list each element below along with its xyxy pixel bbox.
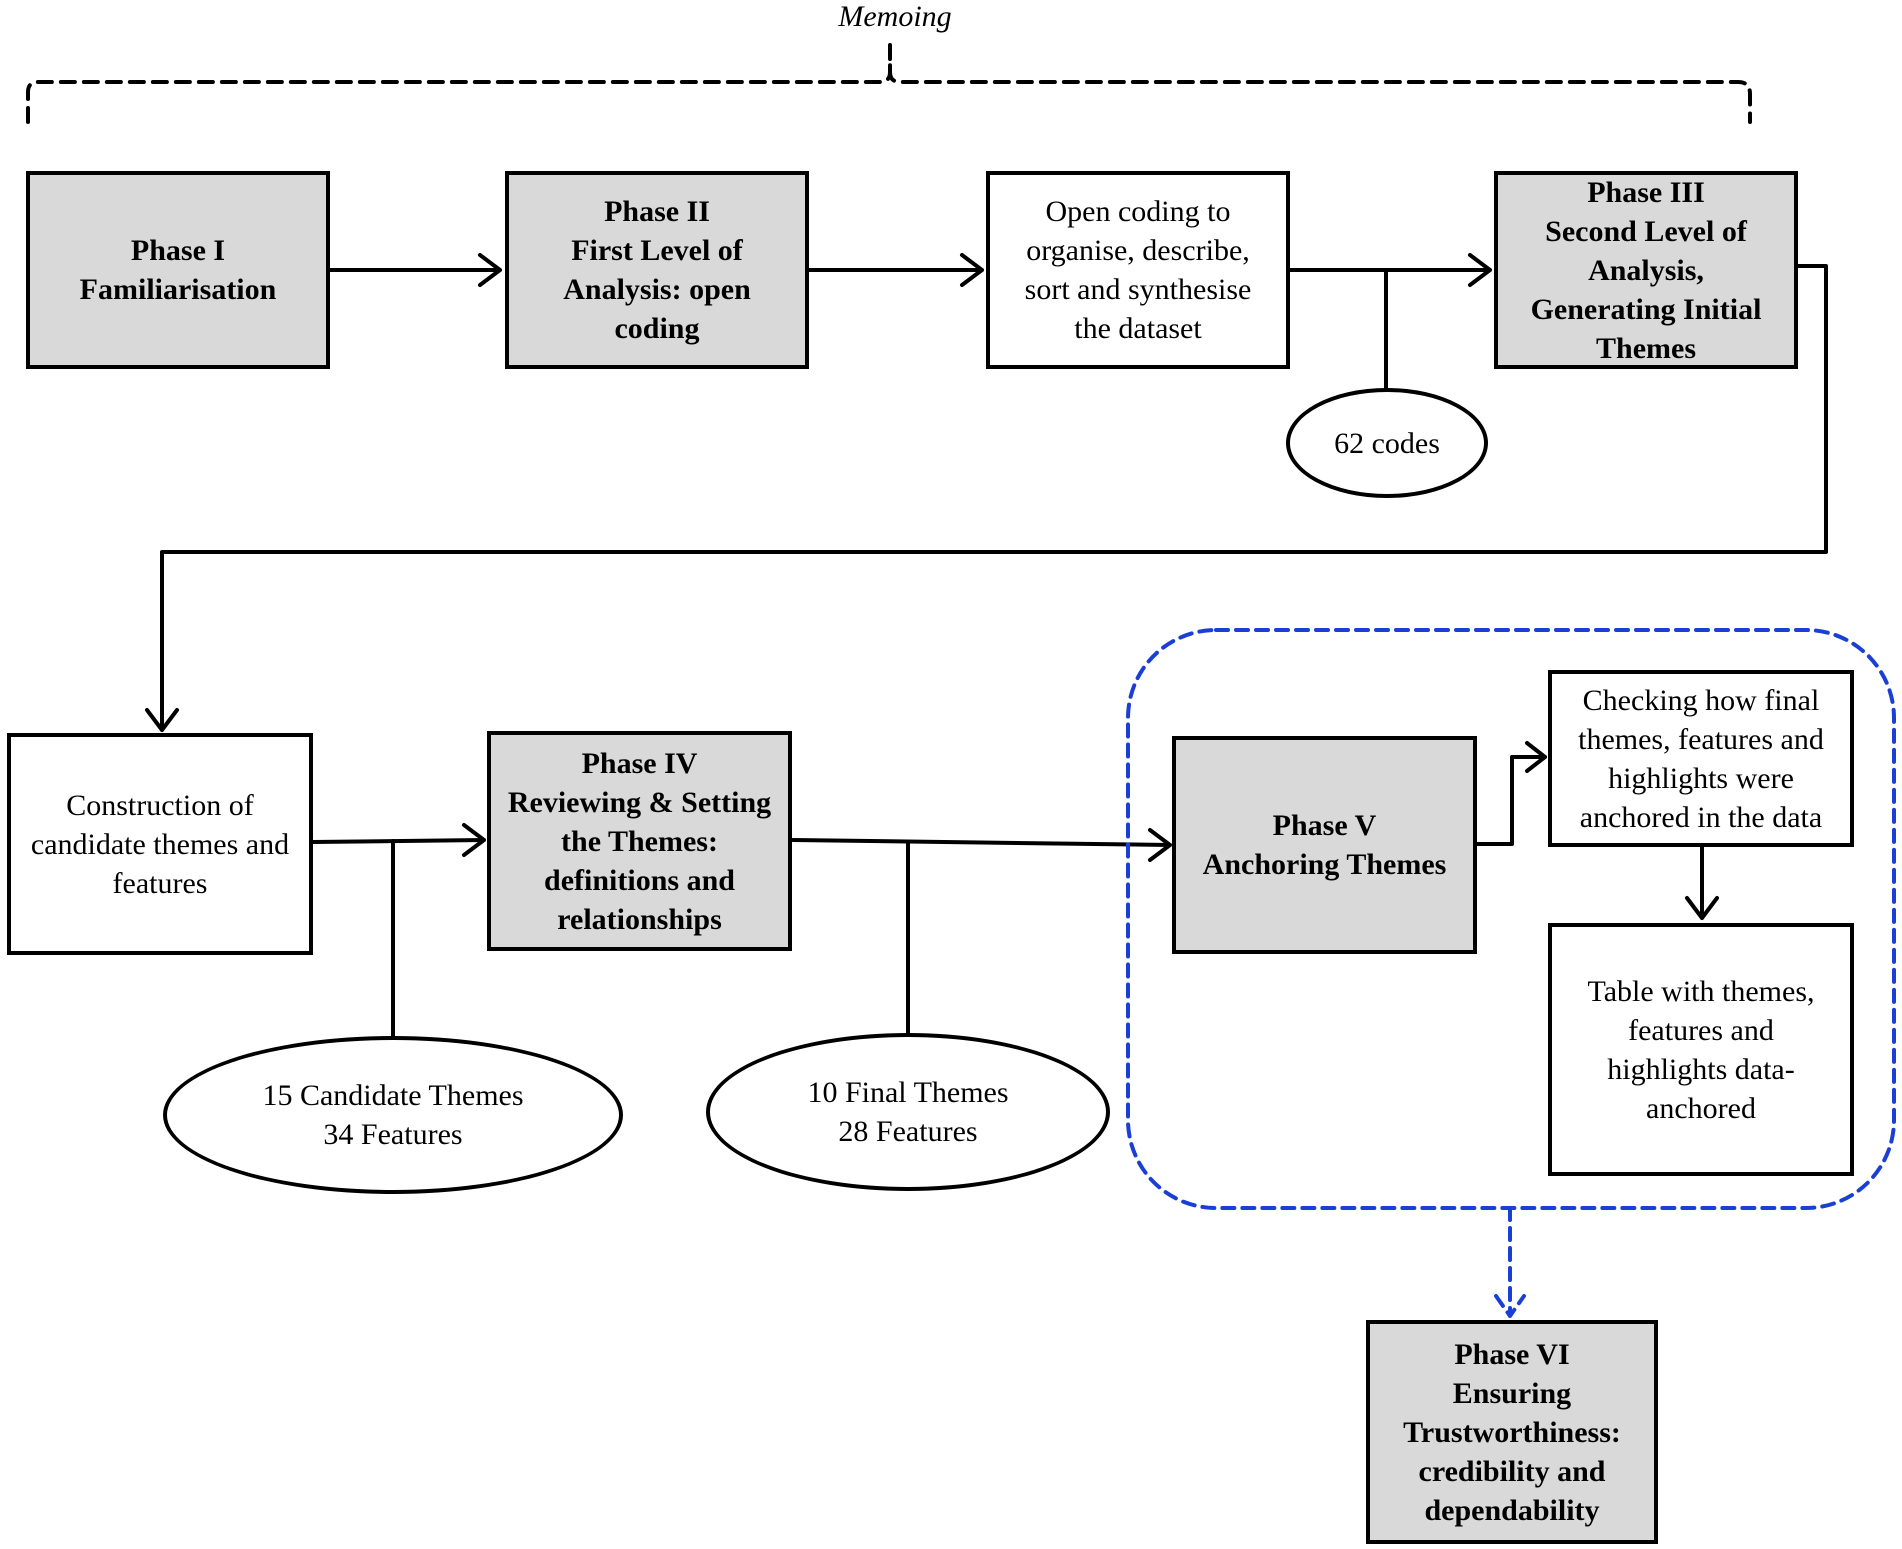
memoing-bracket: [26, 43, 1752, 124]
phase3-label: Phase III Second Level of Analysis, Gene…: [1530, 175, 1762, 365]
arrow-phase4-phase5: [791, 828, 1172, 862]
memoing-label: Memoing: [838, 0, 952, 33]
phase1-label: Phase I Familiarisation: [79, 234, 277, 306]
construction-box: Construction of candidate themes and fea…: [7, 733, 313, 955]
phase4-box: Phase IV Reviewing & Setting the Themes:…: [487, 731, 792, 951]
open-coding-box: Open coding to organise, describe, sort …: [986, 171, 1290, 369]
phase4-label: Phase IV Reviewing & Setting the Themes:…: [507, 746, 772, 936]
arrow-construction-phase4: [311, 823, 486, 857]
arrow-phase1-phase2: [328, 253, 502, 287]
construction-label: Construction of candidate themes and fea…: [30, 788, 290, 900]
candidate-themes-ellipse: 15 Candidate Themes 34 Features: [163, 1036, 623, 1194]
phase1-box: Phase I Familiarisation: [26, 171, 330, 369]
codes-ellipse: 62 codes: [1286, 388, 1488, 498]
arrow-group-phase6: [1494, 1206, 1526, 1318]
codes-label: 62 codes: [1334, 426, 1440, 460]
final-themes-ellipse: 10 Final Themes 28 Features: [706, 1033, 1110, 1191]
open-coding-label: Open coding to organise, describe, sort …: [1024, 195, 1252, 345]
phase5-box: Phase V Anchoring Themes: [1172, 736, 1477, 954]
table-label: Table with themes, features and highligh…: [1587, 974, 1815, 1125]
phase6-box: Phase VI Ensuring Trustworthiness: credi…: [1366, 1320, 1658, 1544]
phase3-box: Phase III Second Level of Analysis, Gene…: [1494, 171, 1798, 369]
phase2-label: Phase II First Level of Analysis: open c…: [563, 195, 751, 345]
phase6-label: Phase VI Ensuring Trustworthiness: credi…: [1403, 1337, 1621, 1527]
arrow-phase2-opencoding: [806, 253, 984, 287]
arrow-phase3-construction: [145, 264, 1828, 732]
candidate-themes-label: 15 Candidate Themes 34 Features: [262, 1079, 524, 1151]
phase5-label: Phase V Anchoring Themes: [1202, 809, 1447, 881]
table-box: Table with themes, features and highligh…: [1548, 923, 1854, 1176]
arrow-phase5-checking: [1475, 741, 1547, 846]
checking-label: Checking how final themes, features and …: [1578, 683, 1824, 834]
arrow-checking-table: [1685, 844, 1719, 920]
phase2-box: Phase II First Level of Analysis: open c…: [505, 171, 809, 369]
arrow-opencoding-phase3: [1287, 253, 1492, 287]
checking-box: Checking how final themes, features and …: [1548, 670, 1854, 847]
final-themes-label: 10 Final Themes 28 Features: [807, 1076, 1009, 1148]
